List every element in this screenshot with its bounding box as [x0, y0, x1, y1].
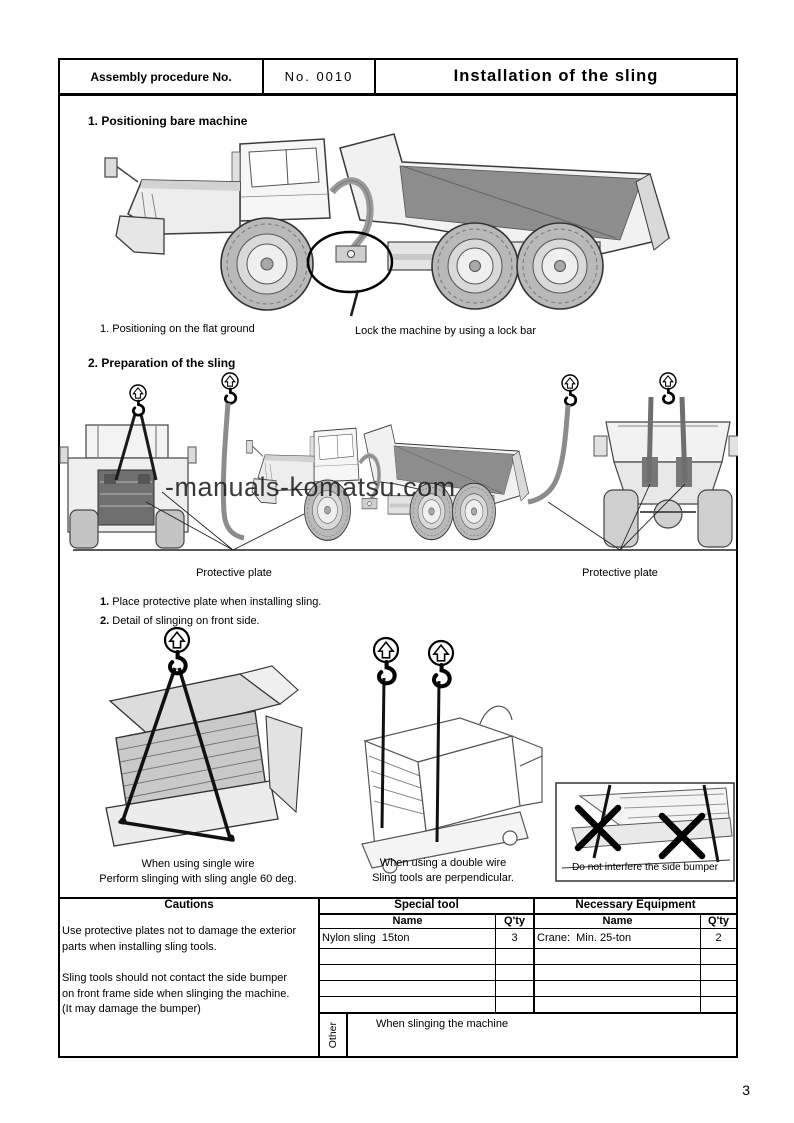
- note-number: 2.: [100, 615, 110, 627]
- other-row-label: Other: [327, 1021, 339, 1049]
- protective-plate-pointer-lines: [145, 483, 686, 551]
- side-bumper-warning-figure: [555, 782, 735, 882]
- truck-front-view: [59, 413, 197, 549]
- cautions-header: Cautions: [164, 899, 214, 911]
- caption-lock-bar: Lock the machine by using a lock bar: [355, 325, 536, 337]
- lock-bar-highlight-circle: [306, 230, 394, 294]
- necessary-equipment-qty-col: Q'ty: [708, 915, 729, 927]
- table-top-border: [60, 897, 736, 899]
- positioning-illustration: [92, 122, 702, 317]
- special-tool-header: Special tool: [394, 899, 459, 911]
- note-protective-plate: 1. Place protective plate when installin…: [100, 595, 321, 609]
- lock-bar-pointer-line: [349, 289, 360, 317]
- necessary-equipment-header: Necessary Equipment: [575, 899, 696, 911]
- table-hline: [318, 928, 736, 929]
- double-wire-figure: [361, 705, 543, 874]
- sling-wire: [435, 680, 441, 843]
- crane-hook-icon: [560, 373, 580, 407]
- procedure-number: No. 0010: [284, 69, 354, 84]
- header-cell-procedure-label: Assembly procedure No.: [60, 60, 264, 93]
- special-tool-row-qty: 3: [511, 932, 518, 944]
- caption-flat-ground: 1. Positioning on the flat ground: [100, 323, 255, 335]
- page-number: 3: [742, 1082, 750, 1098]
- table-vline: [346, 1014, 348, 1056]
- header-cell-title: Installation of the sling: [376, 60, 736, 93]
- caption-side-bumper-warning: Do not interfere the side bumper: [571, 862, 719, 873]
- section1-title: 1. Positioning bare machine: [88, 114, 248, 128]
- necessary-equipment-row-qty: 2: [715, 932, 722, 944]
- table-vline: [700, 913, 701, 1014]
- table-hline: [318, 980, 736, 981]
- crane-hook-icon: [165, 628, 189, 673]
- page-title: Installation of the sling: [453, 67, 659, 85]
- table-vline: [533, 898, 535, 1014]
- protective-plate-label-left: Protective plate: [196, 567, 272, 579]
- protective-plate-label-right: Protective plate: [582, 567, 658, 579]
- slinging-detail-illustration: [105, 616, 735, 882]
- crane-hook-icon: [658, 371, 678, 405]
- cautions-paragraph-1: Use protective plates not to damage the …: [62, 925, 297, 953]
- prohibition-x-icon: [574, 804, 622, 852]
- header-table: Assembly procedure No. No. 0010 Installa…: [58, 58, 738, 95]
- assembly-procedure-label: Assembly procedure No.: [90, 69, 232, 84]
- necessary-equipment-row-name: Crane: Min. 25-ton: [537, 932, 632, 944]
- table-vline: [495, 913, 496, 1014]
- main-content-box: [58, 94, 738, 1058]
- table-vline: [318, 898, 320, 1056]
- table-hline: [318, 964, 736, 965]
- prohibition-x-icon: [658, 812, 706, 860]
- necessary-equipment-name-col: Name: [602, 915, 633, 927]
- sling-preparation-illustration: [59, 371, 738, 551]
- note-text: Detail of slinging on front side.: [112, 615, 260, 627]
- crane-hook-icon: [220, 371, 240, 405]
- note-text: Place protective plate when installing s…: [112, 596, 322, 608]
- special-tool-qty-col: Q'ty: [504, 915, 525, 927]
- header-cell-procedure-no: No. 0010: [264, 60, 376, 93]
- caption-single-wire: When using single wire Perform slinging …: [99, 858, 297, 885]
- crane-hook-icon: [429, 641, 453, 686]
- note-slinging-detail: 2. Detail of slinging on front side.: [100, 614, 260, 628]
- note-number: 1.: [100, 596, 110, 608]
- section2-title: 2. Preparation of the sling: [88, 356, 236, 370]
- truck-rear-view: [593, 396, 738, 548]
- table-hline: [318, 913, 736, 915]
- cautions-paragraph-2: Sling tools should not contact the side …: [62, 972, 290, 1015]
- sling-wire: [527, 404, 571, 505]
- table-hline: [318, 1012, 736, 1014]
- special-tool-row-name: Nylon sling 15ton: [322, 932, 410, 944]
- special-tool-name-col: Name: [392, 915, 423, 927]
- crane-hook-icon: [374, 638, 398, 683]
- other-row-content: When slinging the machine: [376, 1018, 509, 1030]
- watermark: -manuals-komatsu.com: [165, 472, 456, 502]
- sling-wire: [380, 677, 386, 829]
- table-hline: [318, 948, 736, 949]
- table-hline: [318, 996, 736, 997]
- crane-hook-icon: [128, 383, 148, 417]
- single-wire-figure: [105, 665, 303, 847]
- caption-double-wire: When using a double wire Sling tools are…: [372, 857, 514, 884]
- truck-side-view: [105, 134, 669, 310]
- sling-wire: [220, 402, 245, 541]
